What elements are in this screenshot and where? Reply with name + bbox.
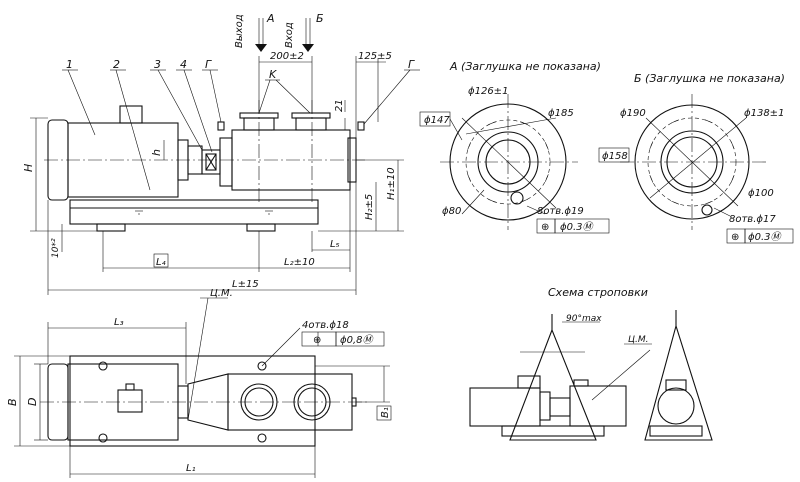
front-view — [30, 18, 420, 295]
bolt-hole-mark — [544, 174, 549, 182]
bolt-hole-mark — [467, 142, 472, 150]
view-a-title: А (Заглушка не показана) — [449, 60, 601, 73]
dim-125: 125±5 — [358, 51, 392, 62]
bolt-hole-mark — [730, 141, 735, 149]
dim-200: 200±2 — [270, 51, 304, 62]
dim-L1: L₁ — [186, 463, 196, 474]
callout-4: 4 — [180, 58, 187, 71]
dim-21: 21 — [334, 99, 345, 112]
callout-1: 1 — [66, 58, 73, 71]
dim-L4: L₄ — [156, 257, 166, 268]
view-b-flange — [598, 94, 794, 244]
view-b-d190: ϕ190 — [620, 108, 646, 119]
view-b-title: Б (Заглушка не показана) — [634, 72, 785, 85]
view-a-flange — [419, 94, 610, 234]
view-b-holes: 8отв.ϕ17 — [729, 214, 776, 225]
top-holes-note: 4отв.ϕ18 — [302, 320, 349, 331]
dim-H: H — [22, 164, 35, 172]
callout-k: K — [269, 68, 277, 81]
callout-2: 2 — [113, 58, 120, 71]
view-b-bolt-holes — [649, 119, 735, 205]
dim-L: L±15 — [232, 279, 259, 290]
flow-inlet-letter: Б — [316, 12, 324, 25]
dim-L2: L₂±10 — [284, 257, 315, 268]
view-b-d138: ϕ138±1 — [744, 108, 784, 119]
dim-H1: H₁±10 — [386, 167, 397, 200]
view-a-d126: ϕ126±1 — [468, 86, 508, 97]
callout-g-left: Г — [205, 58, 212, 71]
bolt-hole-mark — [671, 119, 679, 124]
bolt-hole-mark — [671, 200, 679, 205]
bolt-hole-mark — [649, 175, 654, 183]
dim-B: B — [6, 398, 19, 406]
top-holes-tol: ϕ0,8Ⓜ — [340, 334, 375, 346]
sling-scheme — [469, 310, 713, 441]
bolt-hole-mark — [730, 175, 735, 183]
view-a-bolt-holes — [467, 121, 549, 203]
top-holes-tol-symbol: ⊕ — [313, 335, 321, 346]
view-b-d158: ϕ158 — [602, 151, 628, 162]
callout-g-right: Г — [408, 58, 415, 71]
flow-inlet-label: Вход — [284, 22, 295, 48]
view-a-d185: ϕ185 — [548, 108, 574, 119]
view-b-tol: ϕ0.3Ⓜ — [748, 231, 783, 243]
sling-angle: 90°max — [566, 314, 602, 324]
dim-10: 10*² — [51, 238, 61, 258]
bolt-hole-mark — [705, 119, 713, 124]
dim-H2: H₂±5 — [364, 194, 375, 220]
dim-h: h — [150, 149, 163, 156]
bolt-hole-mark — [649, 141, 654, 149]
view-a-d80: ϕ80 — [442, 206, 461, 217]
sling-center-mass: Ц.М. — [628, 335, 648, 345]
dim-B1: B₁ — [380, 407, 391, 418]
view-a-tol-symbol: ⊕ — [541, 222, 549, 233]
top-view — [14, 297, 392, 478]
center-mass-label: Ц.М. — [210, 288, 233, 299]
bolt-hole-mark — [488, 121, 496, 126]
view-a-d147: ϕ147 — [424, 115, 450, 126]
flow-outlet-letter: А — [266, 12, 275, 25]
dim-D: D — [26, 398, 39, 406]
callout-3: 3 — [154, 58, 161, 71]
bolt-hole-mark — [705, 200, 713, 205]
view-a-holes: 8отв.ϕ19 — [537, 206, 584, 217]
bolt-hole-mark — [488, 198, 496, 203]
view-b-d100: ϕ100 — [748, 188, 774, 199]
dim-L3: L₃ — [114, 317, 124, 328]
dim-L5: L₅ — [330, 239, 340, 250]
bolt-hole-mark — [544, 142, 549, 150]
bolt-hole-mark — [520, 121, 528, 126]
view-b-tol-symbol: ⊕ — [731, 232, 739, 243]
bolt-hole-mark — [467, 174, 472, 182]
view-a-tol: ϕ0.3Ⓜ — [560, 221, 595, 233]
flow-outlet-label: Выход — [234, 14, 245, 48]
sling-title: Схема строповки — [548, 286, 648, 299]
